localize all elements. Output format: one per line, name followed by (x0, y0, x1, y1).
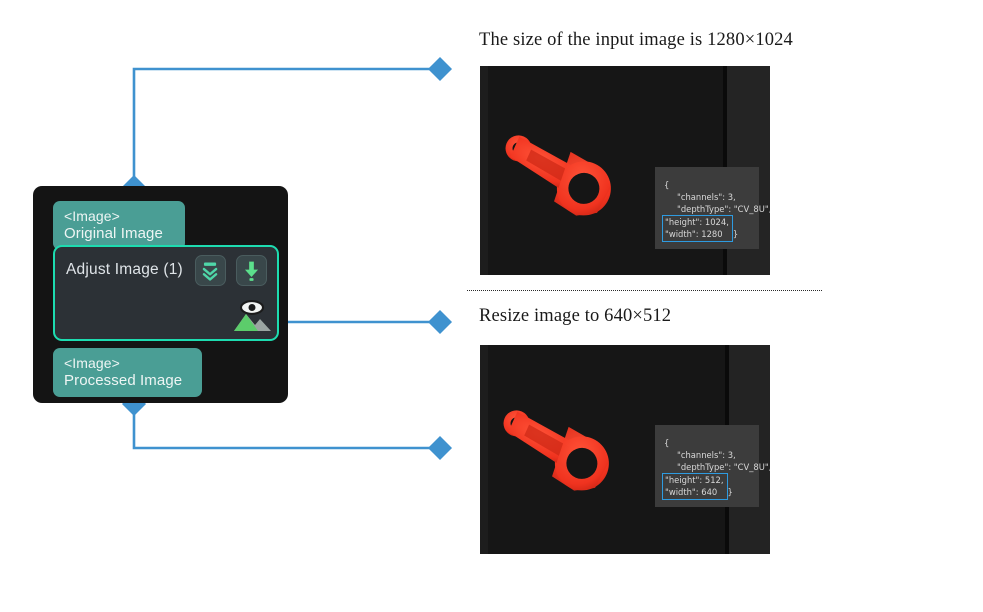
diamond-preview-endpoint[interactable] (427, 309, 453, 335)
preview-icon-glyph (234, 300, 271, 331)
image-metadata-overlay-resized: {"channels": 3,"depthType": "CV_8U","hei… (655, 425, 770, 507)
input-port-type: <Image> (64, 208, 120, 224)
json-width: "width": 640 (665, 487, 718, 498)
json-close-brace: } (732, 229, 739, 240)
json-open-brace: { (664, 438, 670, 448)
json-height: "height": 512, (665, 475, 724, 486)
json-height: "height": 1024, (665, 217, 729, 228)
json-depthtype: "depthType": "CV_8U", (677, 204, 770, 215)
caption-resized-size: Resize image to 640×512 (479, 306, 672, 326)
section-divider (467, 290, 822, 291)
node-input-port-original-image[interactable]: <Image> Original Image (53, 201, 185, 250)
json-open-brace: { (664, 180, 670, 190)
wire-original-image (132, 67, 440, 187)
output-port-name: Processed Image (64, 372, 183, 389)
original-image-content (480, 66, 770, 275)
diamond-processed-image-endpoint[interactable] (427, 435, 453, 461)
download-arrow-down-icon (244, 261, 259, 281)
node-editor-canvas: <Image> Original Image Adjust Image (1) (0, 0, 470, 612)
output-port-type: <Image> (64, 355, 120, 371)
adjust-image-node[interactable]: <Image> Original Image Adjust Image (1) (33, 186, 288, 403)
collapse-chevrons-down-icon (202, 262, 218, 281)
photo-resized-image: {"channels": 3,"depthType": "CV_8U","hei… (480, 345, 770, 554)
highlight-box-dimensions-original: "height": 1024,"width": 1280 (662, 215, 733, 243)
node-output-port-processed-image[interactable]: <Image> Processed Image (53, 348, 202, 397)
caption-original-size: The size of the input image is 1280×1024 (479, 30, 793, 50)
json-depthtype: "depthType": "CV_8U", (677, 462, 770, 473)
image-metadata-overlay-original: {"channels": 3,"depthType": "CV_8U","hei… (655, 167, 770, 249)
node-title: Adjust Image (1) (66, 261, 183, 278)
adjust-image-card[interactable]: Adjust Image (1) (53, 245, 279, 341)
json-width: "width": 1280 (665, 229, 723, 240)
json-close-brace: } (727, 487, 733, 498)
annotation-column: The size of the input image is 1280×1024 (467, 0, 983, 612)
json-channels: "channels": 3, (677, 450, 736, 461)
wire-processed-image (132, 404, 440, 450)
highlight-box-dimensions-resized: "height": 512,"width": 640 (662, 473, 728, 501)
diamond-original-image-endpoint[interactable] (427, 56, 453, 82)
collapse-chevrons-down-icon-button[interactable] (195, 255, 226, 286)
eye-over-image-preview-icon[interactable] (230, 297, 274, 333)
json-channels: "channels": 3, (677, 192, 736, 203)
download-arrow-down-icon-button[interactable] (236, 255, 267, 286)
input-port-name: Original Image (64, 225, 163, 242)
photo-original-image: {"channels": 3,"depthType": "CV_8U","hei… (480, 66, 770, 275)
